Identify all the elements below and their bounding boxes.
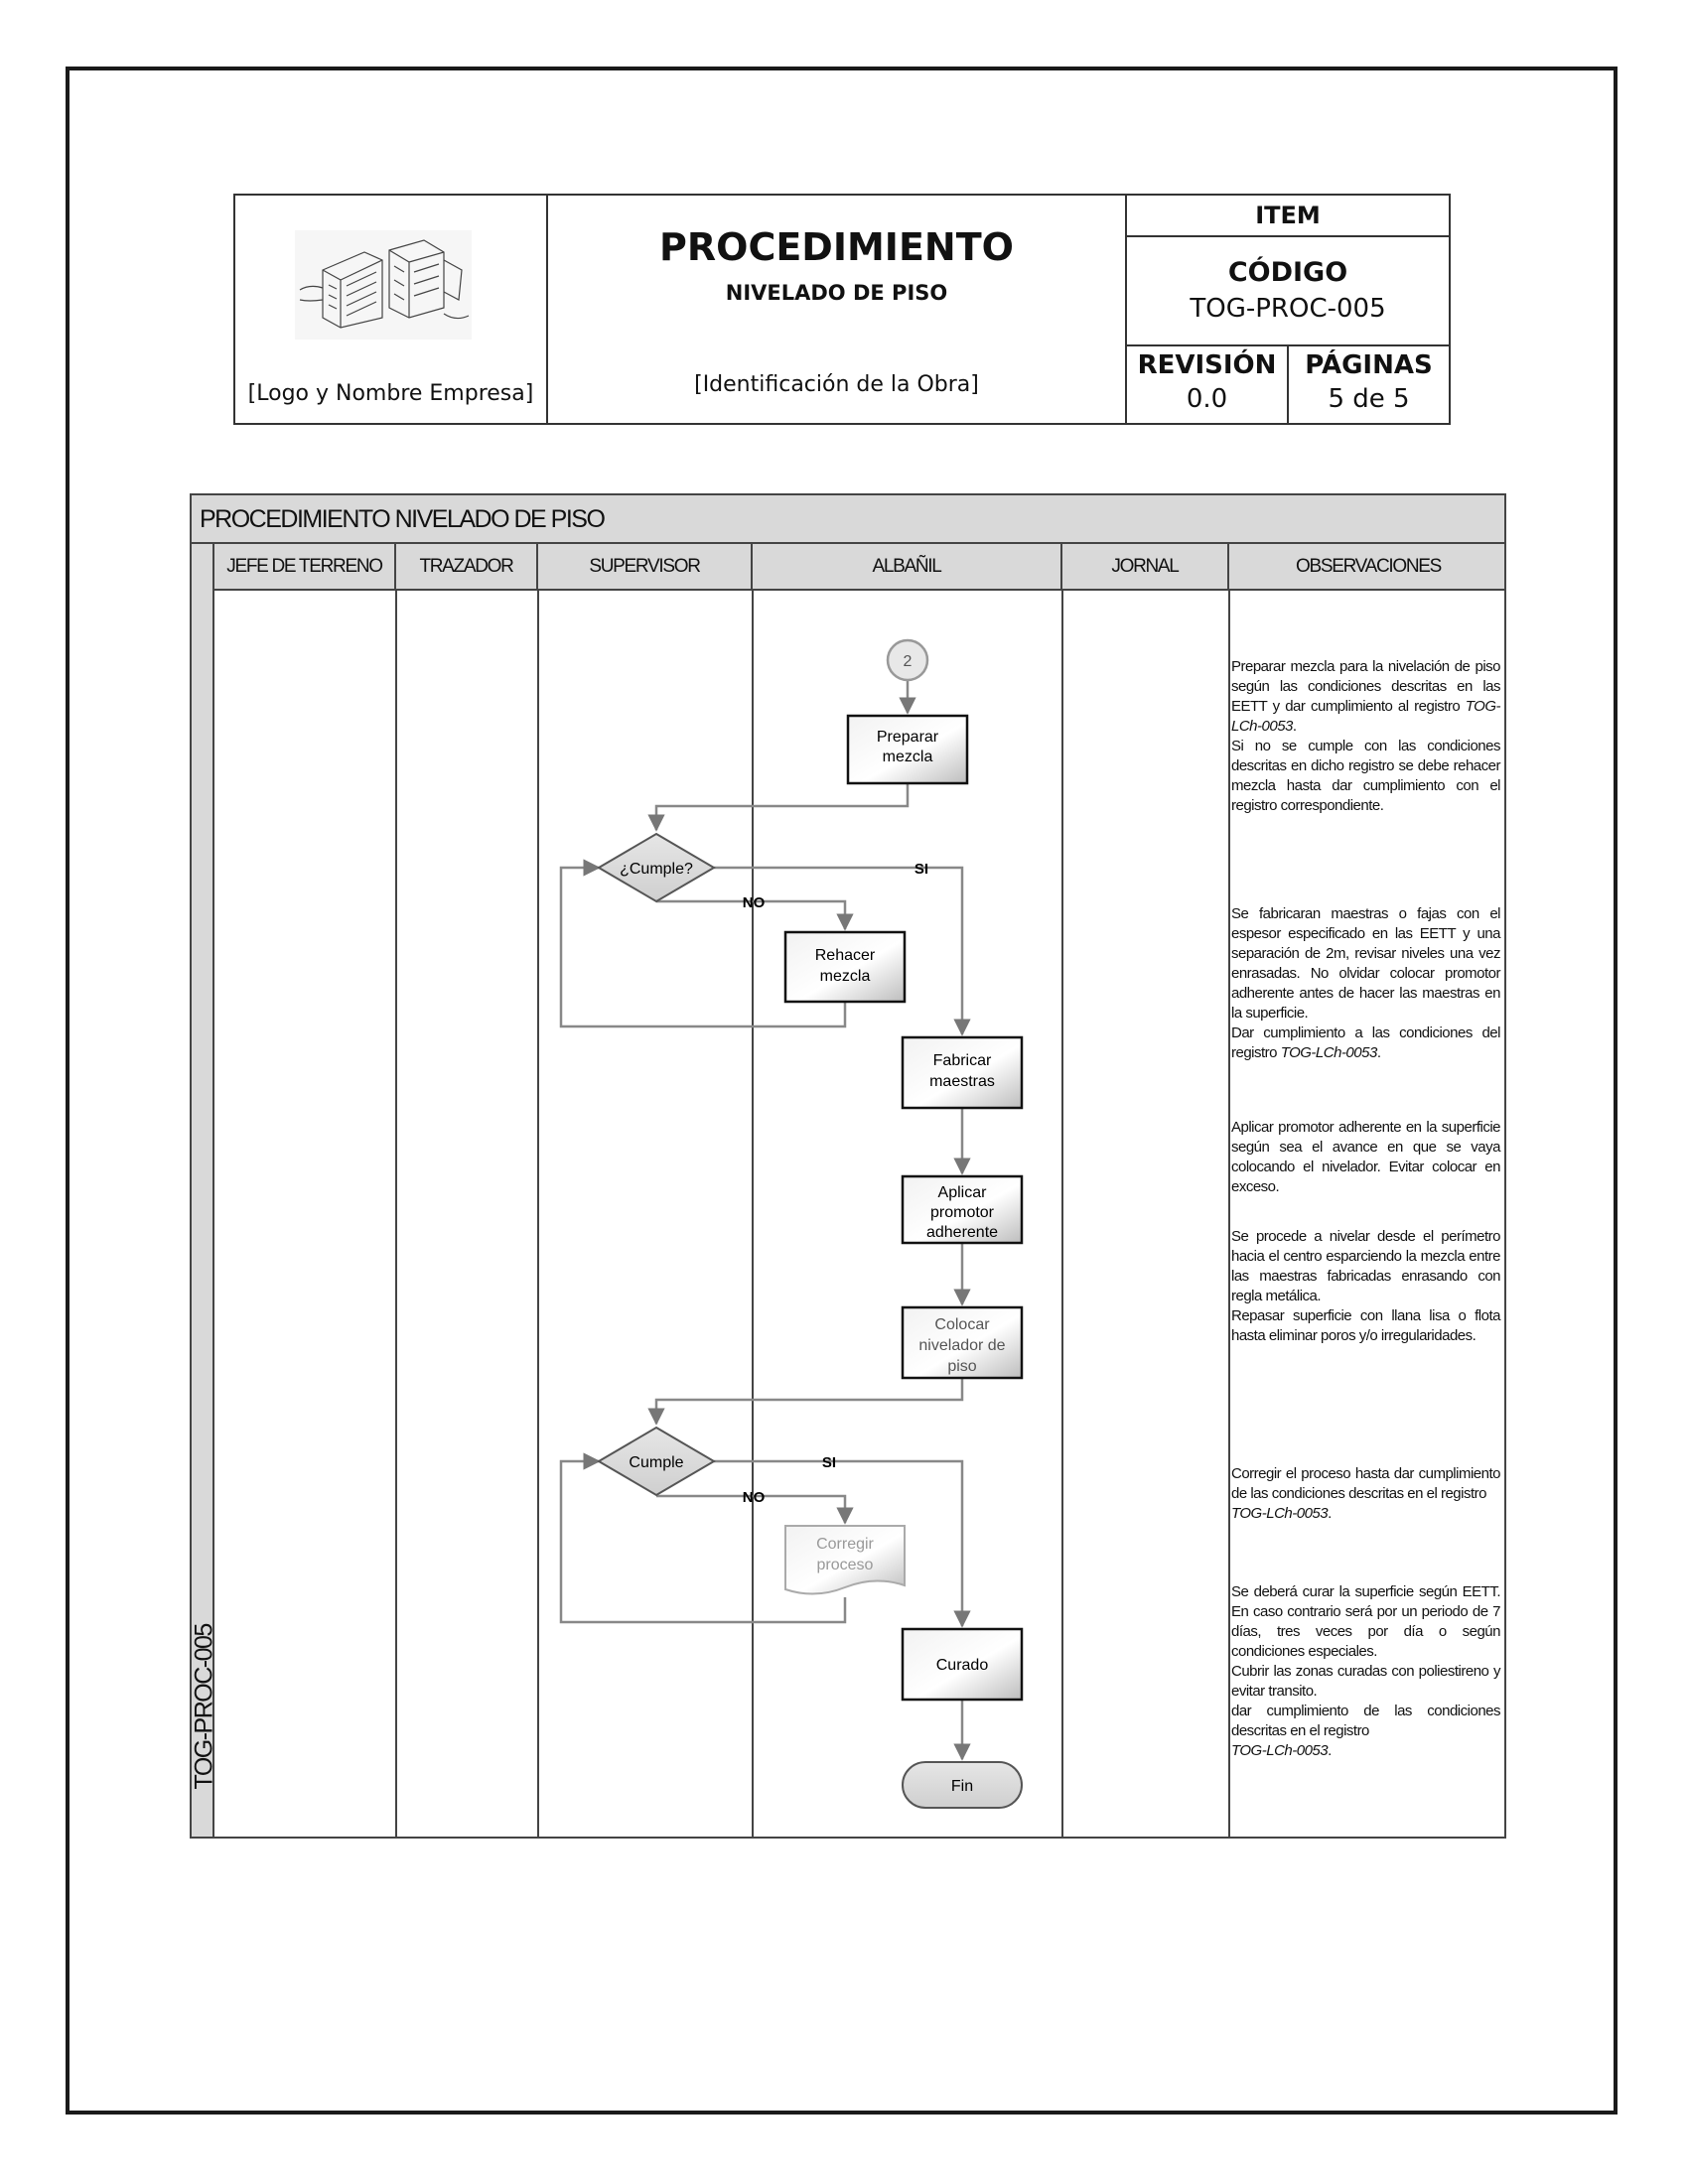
lane-header-supervisor: SUPERVISOR (538, 544, 753, 589)
step-label: nivelador de (918, 1337, 1005, 1354)
flow-diagram-table: PROCEDIMIENTO NIVELADO DE PISO TOG-PROC-… (190, 493, 1506, 1839)
revision-label: REVISIÓN (1137, 350, 1277, 380)
lanes-header: JEFE DE TERRENO TRAZADOR SUPERVISOR ALBA… (214, 544, 1504, 591)
observation-corregir: Corregir el proceso hasta dar cumplimien… (1231, 1465, 1501, 1522)
registry-reference: TOG-LCh-0053 (1231, 1505, 1329, 1522)
process-preparar-mezcla: Preparar mezcla (846, 714, 969, 785)
step-label: Aplicar (938, 1184, 988, 1201)
paginas-value: 5 de 5 (1328, 384, 1410, 414)
obra-identification: [Identificación de la Obra] (694, 372, 979, 397)
process-rehacer-mezcla: Rehacer mezcla (783, 930, 907, 1004)
step-label: piso (947, 1358, 976, 1375)
step-label: Preparar (877, 729, 939, 746)
decision-label: ¿Cumple? (620, 861, 693, 878)
item-label: ITEM (1127, 196, 1449, 237)
company-logo (295, 230, 472, 340)
process-curado: Curado (901, 1627, 1024, 1702)
title-cell: PROCEDIMIENTO NIVELADO DE PISO [Identifi… (548, 196, 1127, 423)
observation-text: Se procede a nivelar desde el perímetro … (1231, 1228, 1501, 1304)
decision-cumple-2: Cumple (597, 1426, 716, 1497)
logo-caption: [Logo y Nombre Empresa] (247, 381, 534, 406)
process-aplicar-promotor: Aplicar promotor adherente (901, 1174, 1024, 1245)
revision-value: 0.0 (1186, 384, 1228, 414)
page-frame (66, 67, 1618, 2115)
paginas-label: PÁGINAS (1305, 350, 1433, 380)
step-label: promotor (930, 1204, 995, 1221)
lane-header-albanil: ALBAÑIL (753, 544, 1062, 589)
registry-reference: TOG-LCh-0053 (1231, 698, 1501, 735)
revision-block: REVISIÓN 0.0 (1127, 344, 1289, 423)
process-colocar-nivelador: Colocar nivelador de piso (901, 1305, 1024, 1380)
connector-circle: 2 (886, 638, 929, 682)
procedure-title: PROCEDIMIENTO (659, 225, 1014, 269)
observation-fabricar: Se fabricaran maestras o fajas con el es… (1231, 905, 1501, 1061)
observation-text: Aplicar promotor adherente en la superfi… (1231, 1119, 1501, 1195)
step-label: adherente (926, 1224, 998, 1241)
no-label: NO (743, 894, 766, 911)
observation-nivelar: Se procede a nivelar desde el perímetro … (1231, 1227, 1501, 1346)
lane-divider (752, 591, 754, 1837)
yes-label: SI (914, 861, 928, 878)
observation-curado: Se deberá curar la superficie según EETT… (1231, 1583, 1501, 1759)
connector-label: 2 (904, 653, 913, 670)
process-fabricar-maestras: Fabricar maestras (901, 1035, 1024, 1110)
registry-reference: TOG-LCh-0053 (1231, 1742, 1329, 1759)
lane-header-observaciones: OBSERVACIONES (1295, 556, 1442, 577)
observation-preparar: Preparar mezcla para la nivelación de pi… (1231, 658, 1501, 814)
lane-divider (537, 591, 539, 1837)
document-corregir-proceso: Corregir proceso (784, 1525, 906, 1595)
observation-text: Preparar mezcla para la nivelación de pi… (1231, 658, 1501, 715)
codigo-value: TOG-PROC-005 (1190, 294, 1386, 324)
observation-text: Se fabricaran maestras o fajas con el es… (1231, 905, 1501, 1022)
yes-label: SI (822, 1454, 836, 1471)
code-cell: ITEM CÓDIGO TOG-PROC-005 REVISIÓN 0.0 PÁ… (1127, 196, 1449, 423)
step-label: mezcla (820, 968, 871, 985)
observation-text: Si no se cumple con las condiciones desc… (1231, 738, 1501, 814)
observation-text: Repasar superficie con llana lisa o flot… (1231, 1307, 1501, 1344)
lane-divider (1228, 591, 1230, 1837)
observation-text: Corregir el proceso hasta dar cumplimien… (1231, 1465, 1501, 1502)
no-label: NO (743, 1489, 766, 1506)
flowchart-canvas: 2 Preparar mezcla ¿Cumple? SI NO Rehacer… (559, 638, 1024, 1809)
terminator-label: Fin (951, 1778, 973, 1795)
paginas-block: PÁGINAS 5 de 5 (1289, 344, 1449, 423)
lane-divider (1061, 591, 1063, 1837)
step-label: proceso (817, 1557, 874, 1573)
decision-label: Cumple (629, 1454, 683, 1471)
lane-divider (395, 591, 397, 1837)
observation-text: dar cumplimiento de las condiciones desc… (1231, 1703, 1501, 1739)
registry-reference: TOG-LCh-0053 (1280, 1044, 1378, 1061)
codigo-label: CÓDIGO (1227, 257, 1348, 288)
step-label: Colocar (934, 1316, 990, 1333)
procedure-subtitle: NIVELADO DE PISO (725, 281, 948, 305)
side-strip: TOG-PROC-005 (191, 544, 218, 1837)
flow-connectors (559, 681, 971, 1761)
step-label: Fabricar (933, 1052, 992, 1069)
logo-cell: [Logo y Nombre Empresa] (235, 196, 548, 423)
terminator-fin: Fin (902, 1761, 1023, 1809)
lane-header-jornal: JORNAL (1062, 544, 1229, 589)
step-label: Corregir (816, 1536, 874, 1553)
observation-text: Dar cumplimiento a las condiciones del r… (1231, 1024, 1501, 1061)
document-header: [Logo y Nombre Empresa] PROCEDIMIENTO NI… (233, 194, 1451, 425)
lane-header-trazador: TRAZADOR (396, 544, 538, 589)
lane-header-jefe: JEFE DE TERRENO (214, 544, 396, 589)
step-label: Curado (936, 1657, 989, 1674)
codigo-block: CÓDIGO TOG-PROC-005 (1127, 235, 1449, 346)
flow-title: PROCEDIMIENTO NIVELADO DE PISO (192, 495, 1504, 544)
step-label: Rehacer (815, 947, 876, 964)
observation-text: Cubrir las zonas curadas con poliestiren… (1231, 1663, 1501, 1700)
decision-cumple-1: ¿Cumple? (597, 832, 716, 903)
step-label: mezcla (883, 749, 933, 765)
step-label: maestras (929, 1073, 995, 1090)
observation-text: Se deberá curar la superficie según EETT… (1231, 1583, 1501, 1660)
observation-aplicar: Aplicar promotor adherente en la superfi… (1231, 1118, 1501, 1197)
